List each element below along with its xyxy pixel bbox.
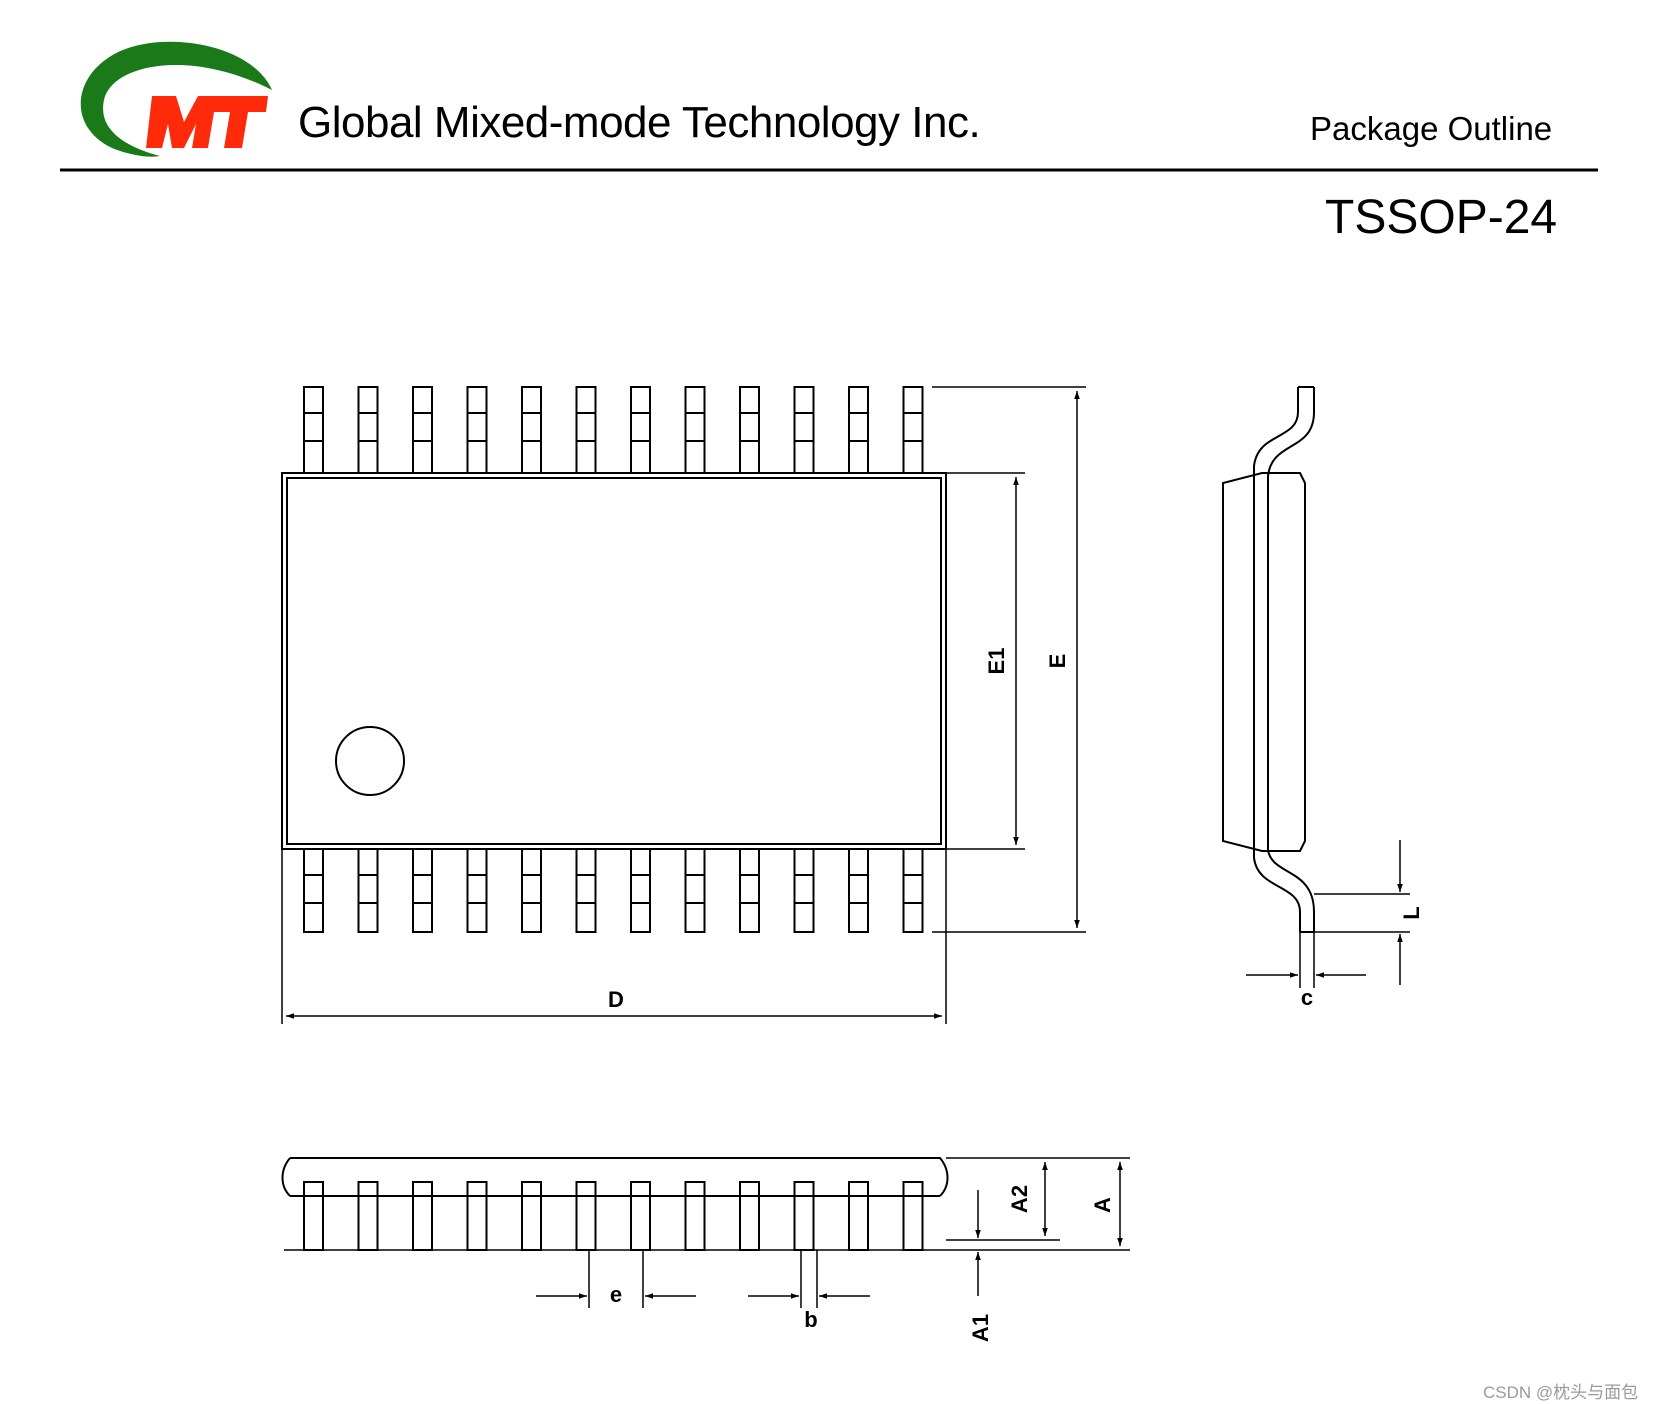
side-pin [739, 1181, 760, 1251]
document-type: Package Outline [1310, 110, 1553, 147]
side-view [281, 1157, 1130, 1308]
top-pin [793, 386, 815, 474]
label-c: c [1301, 985, 1313, 1010]
label-a2: A2 [1007, 1185, 1032, 1213]
logo-red-mt [146, 96, 268, 148]
top-pin [684, 386, 706, 474]
side-pin [575, 1181, 597, 1251]
bottom-pin [521, 848, 542, 933]
logo-green-swoosh [80, 41, 272, 157]
label-l: L [1399, 906, 1424, 919]
top-pin-row [303, 386, 924, 474]
side-pin-row [303, 1181, 924, 1251]
top-pin [848, 386, 869, 474]
package-body-inner [286, 477, 942, 845]
bottom-pin [303, 848, 324, 933]
pin1-marker [335, 726, 405, 796]
end-view-lead-outer [1253, 387, 1301, 932]
bottom-pin [848, 848, 869, 933]
watermark: CSDN @枕头与面包 [1483, 1383, 1639, 1402]
side-pin [357, 1181, 379, 1251]
side-pin [684, 1181, 706, 1251]
label-b: b [804, 1307, 817, 1332]
bottom-pin [630, 848, 651, 933]
top-pin [575, 386, 597, 474]
bottom-pin [412, 848, 433, 933]
company-logo [80, 41, 272, 157]
bottom-pin [575, 848, 597, 933]
label-a: A [1090, 1197, 1115, 1213]
side-pin [521, 1181, 542, 1251]
label-e1: E1 [984, 648, 1009, 675]
bottom-pin [357, 848, 379, 933]
label-e-pitch: e [610, 1282, 622, 1307]
top-pin [739, 386, 760, 474]
top-view [281, 386, 1086, 1024]
top-pin [521, 386, 542, 474]
top-pin [303, 386, 324, 474]
side-pin [902, 1181, 924, 1251]
side-pin [466, 1181, 488, 1251]
top-pin [357, 386, 379, 474]
side-pin [630, 1181, 651, 1251]
package-name: TSSOP-24 [1325, 191, 1558, 244]
label-a1: A1 [968, 1314, 993, 1342]
bottom-pin-row [303, 848, 924, 933]
side-pin [848, 1181, 869, 1251]
label-e: E [1045, 654, 1070, 669]
bottom-pin [902, 848, 924, 933]
end-view-lead-inner [1267, 387, 1315, 932]
bottom-pin [739, 848, 760, 933]
end-view [1222, 386, 1410, 988]
bottom-pin [684, 848, 706, 933]
top-pin [902, 386, 924, 474]
package-body-outline [281, 472, 947, 850]
bottom-pin [466, 848, 488, 933]
label-d: D [608, 987, 624, 1012]
side-view-body [281, 1157, 949, 1197]
company-name: Global Mixed-mode Technology Inc. [298, 98, 981, 147]
bottom-pin [793, 848, 815, 933]
side-pin [303, 1181, 324, 1251]
side-pin [793, 1181, 815, 1251]
side-pin [412, 1181, 433, 1251]
end-view-body [1222, 472, 1306, 852]
top-pin [466, 386, 488, 474]
top-pin [630, 386, 651, 474]
top-pin [412, 386, 433, 474]
